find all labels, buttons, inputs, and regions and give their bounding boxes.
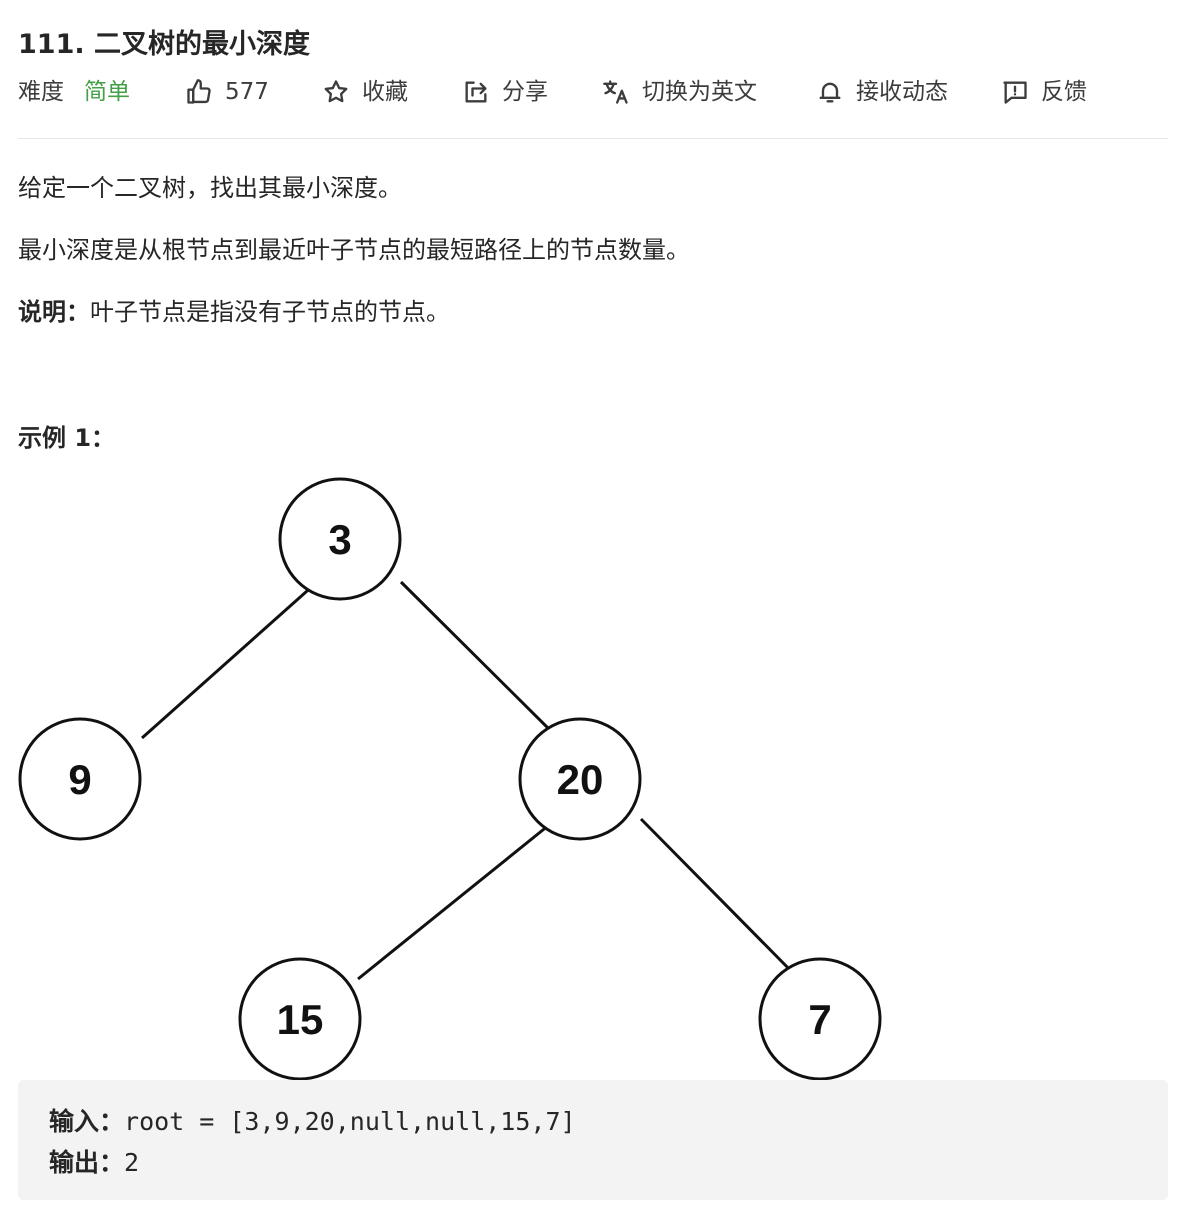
tree-edge — [639, 817, 800, 980]
tree-node-label: 3 — [328, 516, 351, 563]
difficulty-badge: 简单 — [84, 79, 130, 105]
tree-node — [758, 957, 882, 1081]
tree-node-label: 9 — [68, 756, 91, 803]
tree-node — [238, 957, 362, 1081]
problem-meta-bar: 难度 简单 577 收藏 分享 — [18, 74, 1168, 110]
tree-node-label: 20 — [557, 756, 604, 803]
favorite-button[interactable]: 收藏 — [322, 74, 408, 110]
example-code-block: 输入：root = [3,9,20,null,null,15,7] 输出：2 — [18, 1080, 1168, 1200]
tree-edges — [141, 580, 800, 981]
tree-edge — [357, 819, 555, 981]
feedback-label: 反馈 — [1041, 79, 1087, 105]
tree-node-label: 15 — [277, 996, 324, 1043]
difficulty-label: 难度 — [18, 79, 64, 105]
subscribe-label: 接收动态 — [856, 79, 948, 105]
difficulty: 难度 简单 — [18, 74, 130, 110]
example-tree-image: 3 9 20 15 7 — [18, 470, 898, 1082]
subscribe-button[interactable]: 接收动态 — [816, 74, 948, 110]
like-count: 577 — [225, 79, 269, 105]
star-icon — [324, 80, 348, 103]
feedback-button[interactable]: 反馈 — [1001, 74, 1087, 110]
divider — [18, 138, 1168, 139]
share-label: 分享 — [502, 79, 548, 105]
thumbs-up-icon — [187, 79, 211, 104]
example-input: 输入：root = [3,9,20,null,null,15,7] — [49, 1102, 576, 1138]
description-line-1: 给定一个二叉树，找出其最小深度。 — [18, 174, 402, 202]
bell-icon — [819, 82, 841, 103]
output-value: 2 — [124, 1148, 140, 1177]
tree-nodes — [18, 477, 882, 1081]
tree-node — [278, 477, 402, 601]
share-icon — [465, 81, 487, 103]
problem-title: 111. 二叉树的最小深度 — [18, 29, 311, 60]
note-text: 叶子节点是指没有子节点的节点。 — [90, 298, 450, 326]
input-label: 输入： — [49, 1107, 125, 1136]
feedback-icon — [1003, 81, 1027, 104]
like-button[interactable]: 577 — [185, 74, 269, 110]
translate-button[interactable]: 切换为英文 — [602, 74, 757, 110]
input-value: root = [3,9,20,null,null,15,7] — [124, 1107, 576, 1136]
tree-node — [518, 717, 642, 841]
example-output: 输出：2 — [49, 1143, 139, 1179]
description-line-2: 最小深度是从根节点到最近叶子节点的最短路径上的节点数量。 — [18, 236, 690, 264]
share-button[interactable]: 分享 — [462, 74, 548, 110]
description-note: 说明：叶子节点是指没有子节点的节点。 — [18, 292, 450, 327]
translate-icon — [603, 80, 628, 104]
tree-node-label: 7 — [808, 996, 831, 1043]
tree-edge — [399, 580, 559, 739]
example-title: 示例 1： — [18, 424, 116, 452]
tree-node — [18, 717, 142, 841]
translate-label: 切换为英文 — [642, 79, 757, 105]
note-label: 说明： — [18, 298, 90, 326]
output-label: 输出： — [49, 1148, 125, 1177]
favorite-label: 收藏 — [362, 79, 408, 105]
tree-edge — [141, 581, 317, 740]
